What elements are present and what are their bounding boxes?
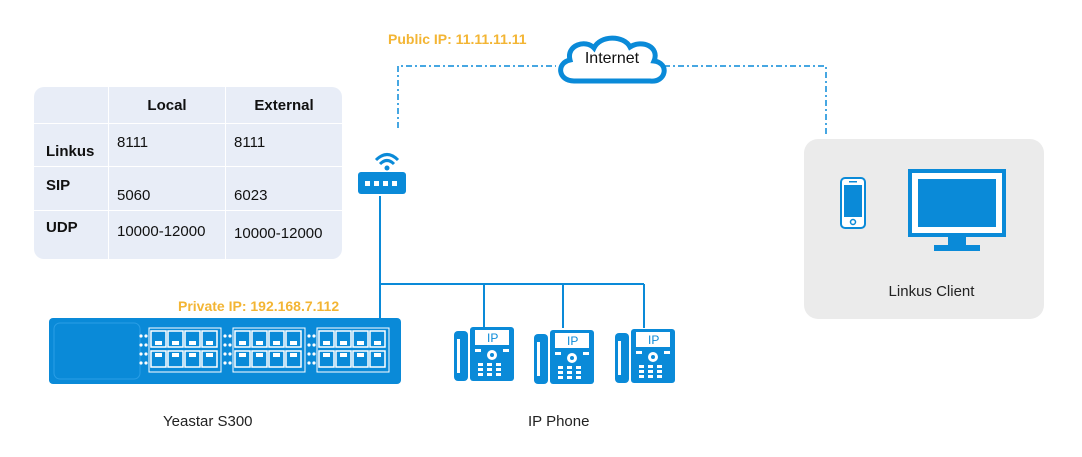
router-internet-link bbox=[397, 65, 556, 128]
ip-phone-icon: IP bbox=[534, 328, 596, 391]
phone-screen-text: IP bbox=[648, 333, 660, 347]
row-label: Linkus bbox=[34, 123, 109, 168]
linkus-client-group: Linkus Client bbox=[804, 139, 1044, 319]
local-port-cell: 10000-12000 bbox=[108, 210, 227, 259]
private-ip-label: Private IP: 192.168.7.112 bbox=[178, 298, 340, 314]
table-header-row: Local External bbox=[34, 87, 342, 124]
phone-screen-text: IP bbox=[567, 334, 579, 348]
ip-phone-icon: IP bbox=[615, 327, 677, 390]
pbx-label: Yeastar S300 bbox=[163, 413, 253, 430]
ip-phone-label: IP Phone bbox=[528, 413, 590, 430]
table-header-cell: External bbox=[225, 87, 342, 124]
external-port-cell: 10000-12000 bbox=[234, 224, 323, 242]
external-port-cell: 6023 bbox=[225, 166, 342, 211]
table-header-cell: Local bbox=[108, 87, 227, 124]
internet-client-link bbox=[664, 65, 827, 136]
public-ip-label: Public IP: 11.11.11.11 bbox=[388, 31, 527, 47]
smartphone-icon bbox=[840, 177, 866, 234]
row-label: UDP bbox=[34, 210, 109, 259]
table-row: Linkus 8111 8111 bbox=[34, 123, 342, 168]
port-mapping-table: Local External Linkus 8111 8111 SIP 5060… bbox=[34, 87, 342, 259]
switch-icon bbox=[49, 318, 401, 384]
ip-phone-icon: IP bbox=[454, 325, 516, 388]
row-label: SIP bbox=[34, 166, 109, 211]
table-row: UDP 10000-12000 10000-12000 bbox=[34, 210, 342, 259]
internet-label: Internet bbox=[584, 50, 640, 67]
linkus-client-label: Linkus Client bbox=[888, 283, 975, 300]
external-port-cell: 8111 bbox=[225, 123, 342, 168]
table-row: SIP 5060 6023 bbox=[34, 166, 342, 211]
table-header-cell bbox=[34, 87, 109, 124]
local-port-cell: 5060 bbox=[108, 166, 227, 211]
router-icon bbox=[356, 140, 408, 198]
monitor-icon bbox=[908, 169, 1006, 262]
cloud-icon: Internet bbox=[552, 31, 672, 91]
local-port-cell: 8111 bbox=[108, 123, 227, 168]
phone-screen-text: IP bbox=[487, 331, 499, 345]
